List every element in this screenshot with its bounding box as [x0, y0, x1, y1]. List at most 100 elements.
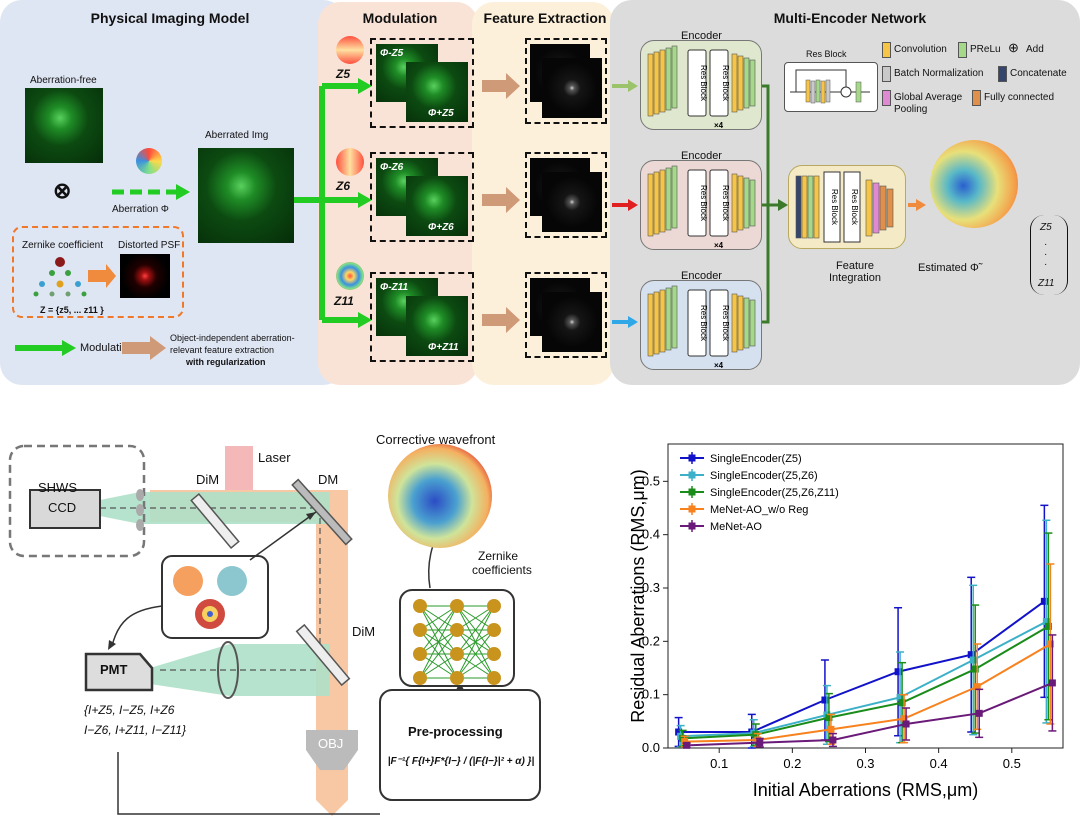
deformable-mirror: [291, 478, 353, 546]
res-block-label: Res Block: [721, 185, 730, 222]
conv-layer-block: [749, 179, 756, 227]
data-point: [971, 665, 979, 673]
res-inset-block: [810, 80, 816, 104]
encoder-1-label: Encoder: [681, 30, 722, 42]
conv-layer-block: [737, 175, 744, 231]
data-point: [975, 709, 983, 717]
res-block-label: Res Block: [699, 185, 708, 222]
res-block-box: [709, 169, 729, 237]
shws-box: [8, 444, 146, 558]
conv-layer-block: [647, 53, 654, 117]
modulation-panel-title: Modulation: [362, 10, 438, 26]
res-inset-block: [820, 80, 826, 104]
nn-node: [413, 623, 427, 637]
res-block-box: [709, 289, 729, 357]
z5-label: Z5: [336, 67, 351, 81]
conv-layer-block: [743, 297, 750, 349]
data-point: [898, 699, 906, 707]
integration-layer-block: [872, 182, 880, 234]
z11-label: Z11: [334, 294, 354, 308]
nn-node: [413, 599, 427, 613]
objective: [306, 730, 358, 770]
conv-layer-block: [737, 55, 744, 111]
times4-label: ×4: [714, 121, 724, 130]
estimated-label: Estimated Φ̃: [918, 262, 979, 274]
legend-bn-swatch: [882, 66, 891, 82]
legend-marker: [688, 522, 696, 530]
feature-legend-line2: relevant feature extraction: [170, 345, 275, 355]
intensity-set-line1: {I+Z5, I−Z5, I+Z6: [84, 703, 175, 717]
dim-top-label: DiM: [196, 472, 220, 487]
legend-gap-swatch: [882, 90, 891, 106]
z6-label: Z6: [336, 179, 351, 193]
feature-panel-title: Feature Extraction: [483, 10, 607, 26]
x-axis-label: Initial Aberrations (RMS,μm): [753, 780, 978, 800]
conv-layer-block: [749, 59, 756, 107]
zernike-pyramid-svg: [33, 257, 87, 297]
res-block-title: Res Block: [806, 49, 847, 59]
nn-node: [487, 599, 501, 613]
integration-layer-block: [879, 185, 887, 231]
legend-marker: [688, 454, 696, 462]
legend-global-average-pooling: Global Average Pooling: [894, 92, 963, 115]
legend-convolution-swatch: [882, 42, 891, 58]
res-block-label: Res Block: [721, 65, 730, 102]
fft-image: [542, 58, 602, 118]
conv-layer-block: [659, 169, 666, 233]
res-inset-block: [825, 79, 831, 103]
pmt-box: [84, 652, 154, 692]
laser-label: Laser: [258, 450, 291, 465]
legend-concat-swatch: [998, 66, 1007, 82]
x-tick-label: 0.3: [856, 756, 874, 771]
distorted-psf-label: Distorted PSF: [118, 240, 181, 251]
feature-stack-2: [525, 152, 607, 238]
data-point: [1042, 618, 1050, 626]
modulated-plus-image: [406, 176, 468, 236]
x-tick-label: 0.1: [710, 756, 728, 771]
phi-minus-z5: Φ-Z5: [380, 48, 404, 59]
data-point: [675, 728, 683, 736]
res-block-box: [687, 289, 707, 357]
conv-layer-block: [731, 293, 738, 353]
preprocessing-box: [379, 689, 541, 801]
data-point: [829, 736, 837, 744]
encoder-2-label: Encoder: [681, 150, 722, 162]
vector-dots: ···: [1044, 239, 1048, 270]
add-node-icon: [840, 86, 852, 98]
conv-layer-block: [665, 287, 672, 351]
data-point: [821, 696, 829, 704]
data-point: [756, 739, 764, 747]
data-point: [825, 714, 833, 722]
feature-legend-line3: with regularization: [186, 357, 266, 367]
lens: [217, 641, 239, 699]
zernike-pyramid-icon: [30, 256, 90, 298]
aberrated-image: [198, 148, 294, 243]
integration-layer-block: [801, 175, 808, 239]
legend-batch-normalization: Batch Normalization: [894, 68, 984, 79]
multi-panel-title: Multi-Encoder Network: [773, 10, 927, 26]
nn-node: [487, 671, 501, 685]
conv-layer-block: [737, 295, 744, 351]
encoder-3-label: Encoder: [681, 270, 722, 282]
conv-layer-block: [671, 165, 678, 229]
conv-layer-block: [743, 57, 750, 109]
preprocessing-label: Pre-processing: [408, 724, 503, 739]
legend-label: MeNet-AO_w/o Reg: [710, 504, 808, 516]
res-block-box: [687, 169, 707, 237]
legend-prelu-swatch: [958, 42, 967, 58]
y-tick-label: 0.0: [642, 740, 660, 755]
conv-layer-block: [653, 291, 660, 355]
x-tick-label: 0.2: [783, 756, 801, 771]
zernike-psf-box: [12, 226, 184, 318]
nn-node: [450, 599, 464, 613]
conv-layer-block: [731, 173, 738, 233]
feature-stack-3: [525, 272, 607, 358]
ccd-box: [29, 489, 101, 529]
y-tick-label: 0.3: [642, 580, 660, 595]
series-line: [680, 620, 1047, 738]
convolution-symbol: ⊗: [53, 178, 72, 203]
series-line: [682, 625, 1049, 740]
conv-layer-block: [671, 45, 678, 109]
data-point: [1044, 622, 1052, 630]
